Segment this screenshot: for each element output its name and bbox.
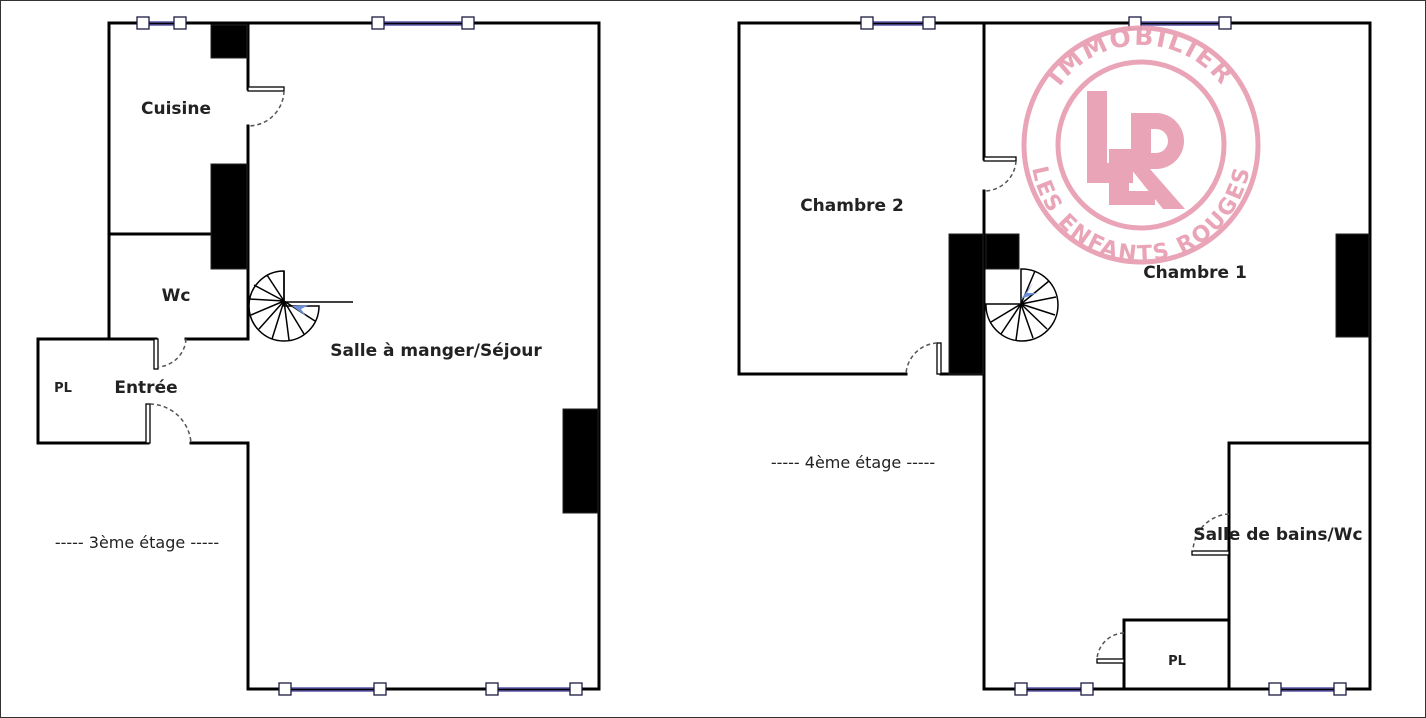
floor-3-windows — [136, 16, 583, 696]
floor-4-windows — [860, 16, 1347, 696]
floor-4-spiral-stair — [985, 268, 1059, 342]
floor-4-chimneys — [948, 233, 1370, 375]
room-label-bedroom-2: Chambre 2 — [800, 196, 904, 216]
room-label-closet: PL — [54, 381, 72, 396]
floor-3-chimneys — [210, 24, 599, 514]
floor-3-label: ----- 3ème étage ----- — [55, 533, 219, 552]
floor-4-doors — [905, 156, 1230, 664]
floor-3-plan: Cuisine Wc PL Entrée Salle à manger/Séjo… — [36, 16, 601, 696]
room-label-kitchen: Cuisine — [141, 99, 211, 119]
room-label-wc: Wc — [162, 286, 191, 306]
floor-3-spiral-stair — [248, 270, 353, 342]
floor-4-plan: Chambre 2 Chambre 1 Salle de bains/Wc PL… — [737, 16, 1372, 696]
floor-4-walls — [737, 21, 1372, 691]
room-label-bathroom: Salle de bains/Wc — [1193, 525, 1362, 545]
agency-watermark-logo: IMMOBILIER LES ENFANTS ROUGES — [1021, 22, 1261, 267]
stair-arrow-icon — [292, 305, 309, 316]
room-label-bedroom-1: Chambre 1 — [1143, 263, 1247, 283]
svg-text:IMMOBILIER: IMMOBILIER — [1041, 22, 1240, 91]
floor-3-walls — [36, 21, 601, 691]
room-label-living: Salle à manger/Séjour — [330, 341, 542, 361]
floor-4-label: ----- 4ème étage ----- — [771, 453, 935, 472]
floor-3-doors — [145, 86, 285, 444]
stair-arrow-icon — [1021, 283, 1037, 299]
ler-monogram — [1087, 91, 1185, 209]
room-label-entrance: Entrée — [114, 378, 177, 398]
room-label-closet-4: PL — [1168, 654, 1186, 669]
